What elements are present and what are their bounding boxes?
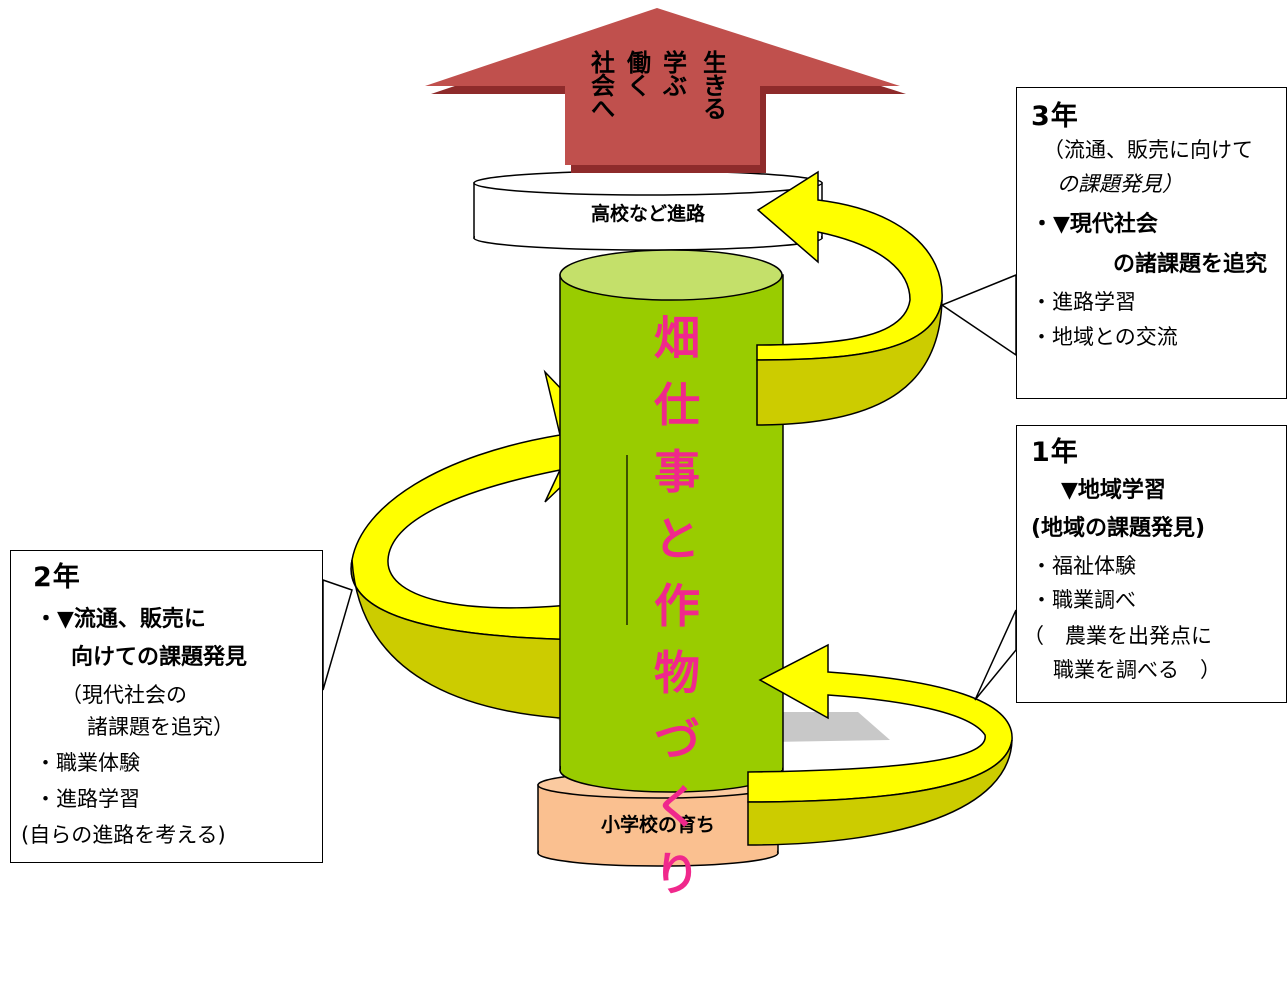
callout-pointer-year2	[322, 578, 353, 691]
spiral-arrow-year2	[350, 369, 613, 721]
year2-title: 2年	[33, 562, 81, 593]
bottom-disk-label: 小学校の育ち	[600, 814, 715, 836]
year1-line-1: ▼地域学習	[1061, 478, 1166, 503]
year1-line-2: (地域の課題発見)	[1031, 516, 1206, 541]
year1-line-6: 職業を調べる ）	[1053, 658, 1221, 682]
year3-box: 3年 （流通、販売に向けて の課題発見） ・▼現代社会 の諸課題を追究 ・進路学…	[1016, 87, 1287, 399]
spiral-arrow-year1	[747, 643, 1013, 846]
year1-line-3: ・福祉体験	[1031, 554, 1136, 578]
year3-line-6: ・地域との交流	[1031, 325, 1178, 349]
year1-title: 1年	[1031, 437, 1079, 468]
year3-line-5: ・進路学習	[1031, 290, 1136, 314]
year1-line-4: ・職業調べ	[1031, 588, 1136, 612]
year3-line-3: ・▼現代社会	[1031, 212, 1158, 237]
year3-line-1: （流通、販売に向けて	[1043, 138, 1253, 162]
spiral-arrow-year3	[756, 170, 943, 426]
year2-line-4: 諸課題を追究）	[87, 715, 234, 739]
pillar-cylinder	[559, 249, 784, 793]
top-red-arrow	[425, 8, 906, 173]
arrow-column-3: 働く	[627, 49, 651, 100]
year2-box: 2年 ・▼流通、販売に 向けての課題発見 （現代社会の 諸課題を追究） ・職業体…	[10, 550, 323, 863]
arrow-column-4: 社会へ	[591, 49, 615, 123]
arrow-column-2: 学ぶ	[663, 49, 687, 100]
year2-line-7: (自らの進路を考える)	[21, 823, 226, 847]
year2-line-5: ・職業体験	[35, 751, 140, 775]
year3-line-4: の諸課題を追究	[1113, 252, 1268, 277]
pillar-label: 畑仕事と作物づくり	[654, 311, 700, 901]
arrow-column-1: 生きる	[703, 49, 727, 123]
top-disk-label: 高校など進路	[590, 203, 705, 225]
year2-line-2: 向けての課題発見	[71, 645, 248, 670]
year2-line-6: ・進路学習	[35, 787, 140, 811]
year3-line-2: の課題発見）	[1057, 172, 1183, 196]
year2-line-1: ・▼流通、販売に	[35, 607, 206, 632]
year2-line-3: （現代社会の	[61, 683, 187, 707]
callout-pointer-year3	[940, 273, 1017, 357]
year1-box: 1年 ▼地域学習 (地域の課題発見) ・福祉体験 ・職業調べ （ 農業を出発点に…	[1016, 425, 1287, 703]
year3-title: 3年	[1031, 101, 1079, 132]
callout-pointer-year1	[974, 609, 1017, 701]
year1-line-5: （ 農業を出発点に	[1023, 624, 1212, 648]
